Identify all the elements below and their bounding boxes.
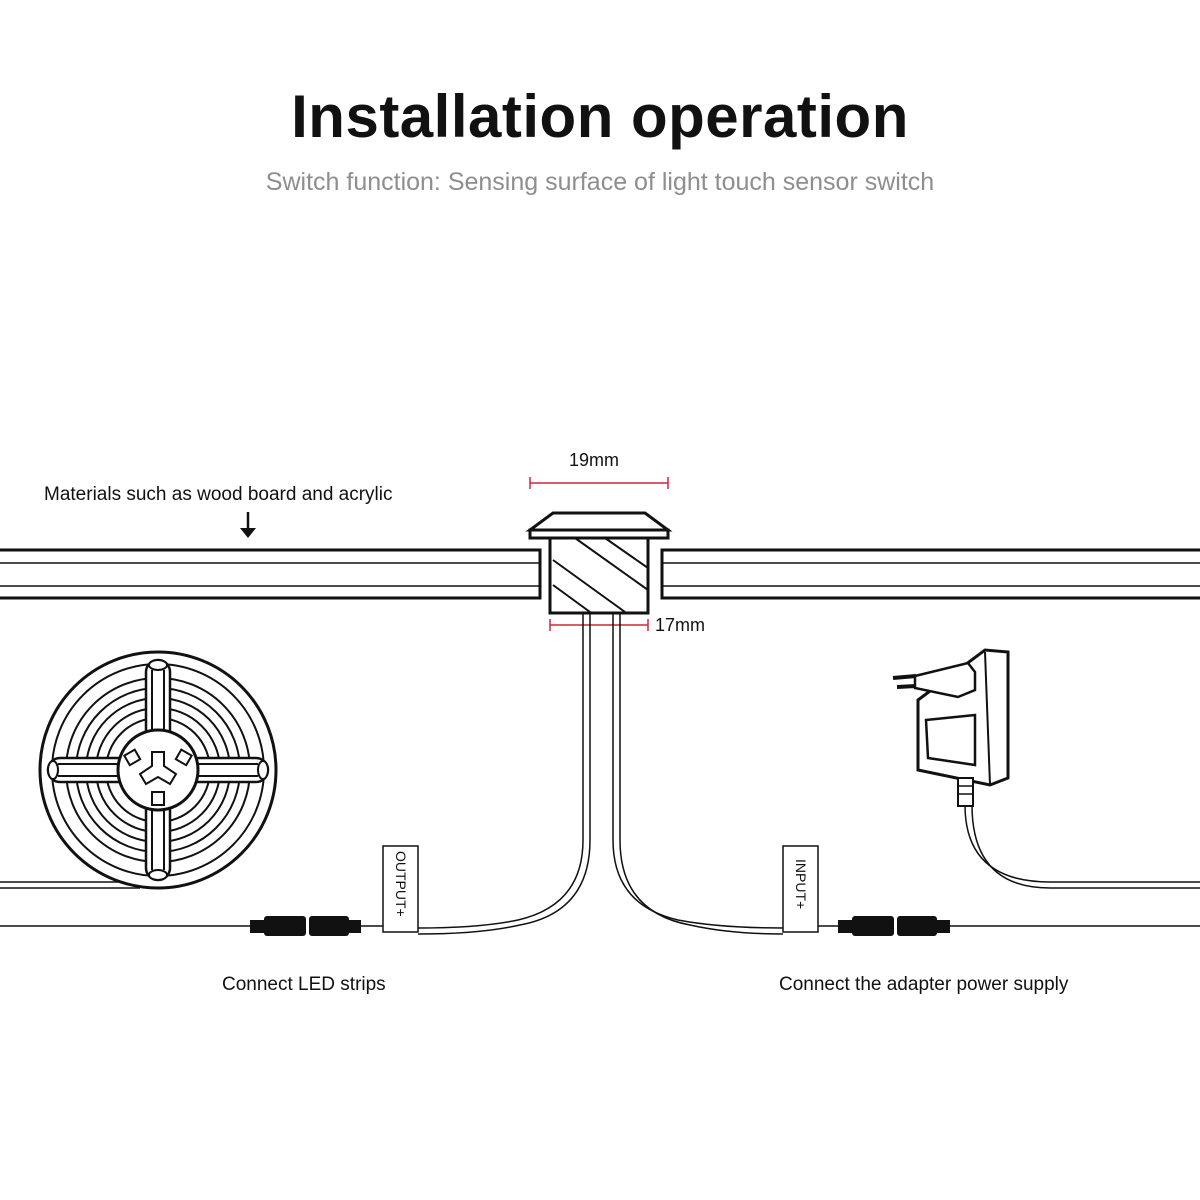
page-title: Installation operation bbox=[291, 83, 909, 150]
output-tag-label: OUTPUT+ bbox=[393, 851, 409, 917]
width-top-label: 19mm bbox=[569, 450, 620, 470]
page-subtitle: Switch function: Sensing surface of ligh… bbox=[265, 168, 935, 196]
arrow-down-icon bbox=[240, 512, 256, 538]
board-left bbox=[0, 548, 542, 600]
power-adapter-icon bbox=[892, 648, 1200, 889]
width-bottom-label: 17mm bbox=[655, 615, 706, 635]
connect-adapter-label: Connect the adapter power supply bbox=[779, 974, 1069, 995]
sensor-wires bbox=[417, 613, 784, 935]
adapter-connector bbox=[818, 916, 1200, 936]
board-right bbox=[660, 548, 1200, 600]
input-tag bbox=[782, 845, 819, 933]
dimension-19mm bbox=[529, 477, 669, 489]
touch-sensor-switch-icon bbox=[525, 511, 673, 615]
materials-label: Materials such as wood board and acrylic bbox=[44, 484, 393, 505]
input-tag-label: INPUT+ bbox=[793, 859, 809, 910]
led-strip-reel-icon bbox=[0, 650, 278, 890]
connect-led-label: Connect LED strips bbox=[222, 974, 386, 995]
output-tag bbox=[382, 845, 419, 933]
dimension-17mm bbox=[549, 619, 649, 631]
led-connector bbox=[0, 916, 383, 936]
